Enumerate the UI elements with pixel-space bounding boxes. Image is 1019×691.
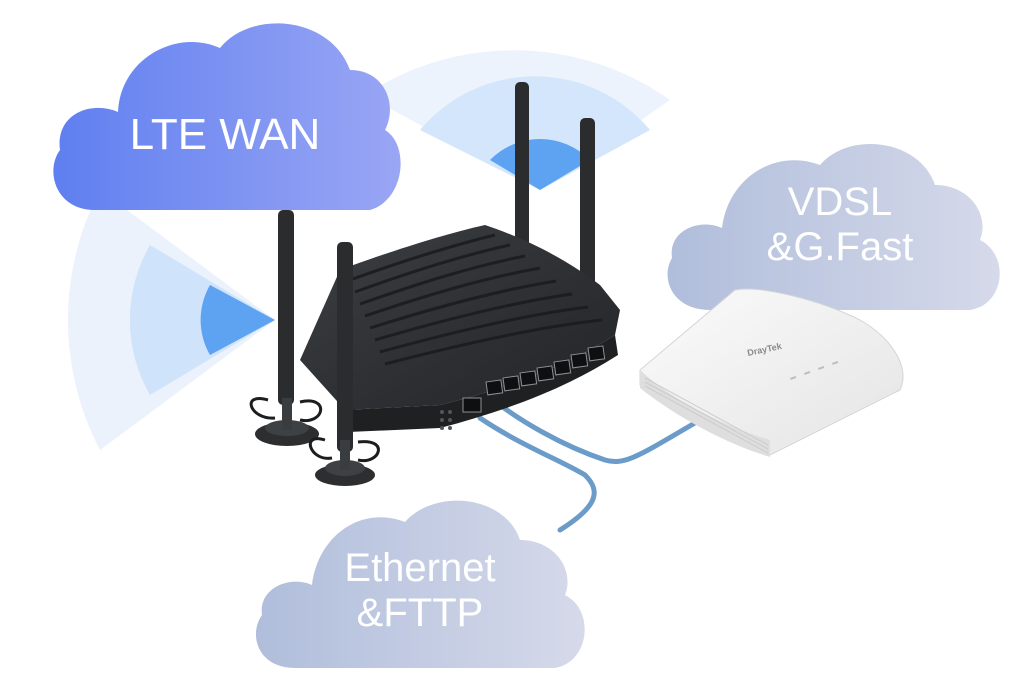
lte-antennas [249, 210, 380, 486]
vdsl-label-line-1: VDSL [787, 180, 893, 224]
antenna-front-2 [308, 242, 380, 486]
lte-wan-label-line-1: LTE WAN [129, 110, 321, 159]
ethernet-fttp-cloud [255, 500, 585, 668]
vdsl-label-line-2: &G.Fast [766, 224, 914, 269]
ethernet-cables [477, 402, 703, 533]
router-ethernet-ports-icon [462, 345, 606, 413]
router-status-leds-icon [440, 410, 452, 430]
router [300, 225, 620, 432]
router-rear-antennas [515, 82, 595, 293]
lte-wan-cloud [53, 23, 401, 211]
ethernet-label-line-1: Ethernet [344, 546, 496, 590]
ethernet-label-line-2: &FTTP [356, 590, 484, 635]
cable-to-fttp-cloud [477, 415, 597, 533]
lte-wan-label: LTE WAN [60, 110, 390, 159]
antenna-rear-1 [515, 82, 529, 247]
vdsl-gfast-cloud [667, 143, 1000, 310]
vdsl-modem: DrayTek [639, 288, 904, 457]
cable-to-modem [497, 402, 703, 465]
antenna-front-1 [249, 210, 323, 446]
ethernet-fttp-label: Ethernet &FTTP [290, 546, 550, 636]
left-signal-waves-icon [67, 190, 276, 450]
vdsl-gfast-label: VDSL &G.Fast [690, 180, 990, 270]
antenna-rear-2 [580, 118, 595, 293]
modem-status-leds-icon [790, 360, 839, 380]
